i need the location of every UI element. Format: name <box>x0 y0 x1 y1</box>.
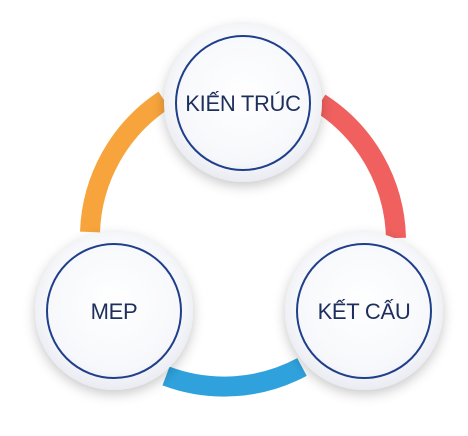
arc-mep-to-kien-truc <box>80 91 170 233</box>
arc-ket-cau-to-mep <box>162 358 307 397</box>
node-ket-cau: KẾT CẤU <box>285 232 443 390</box>
node-label-mep: MEP <box>91 299 138 324</box>
node-label-kien-truc: KIẾN TRÚC <box>185 91 301 116</box>
arc-kien-truc-to-ket-cau <box>314 94 406 239</box>
node-mep: MEP <box>35 232 193 390</box>
node-label-ket-cau: KẾT CẤU <box>318 299 411 324</box>
node-kien-truc: KIẾN TRÚC <box>164 24 322 182</box>
